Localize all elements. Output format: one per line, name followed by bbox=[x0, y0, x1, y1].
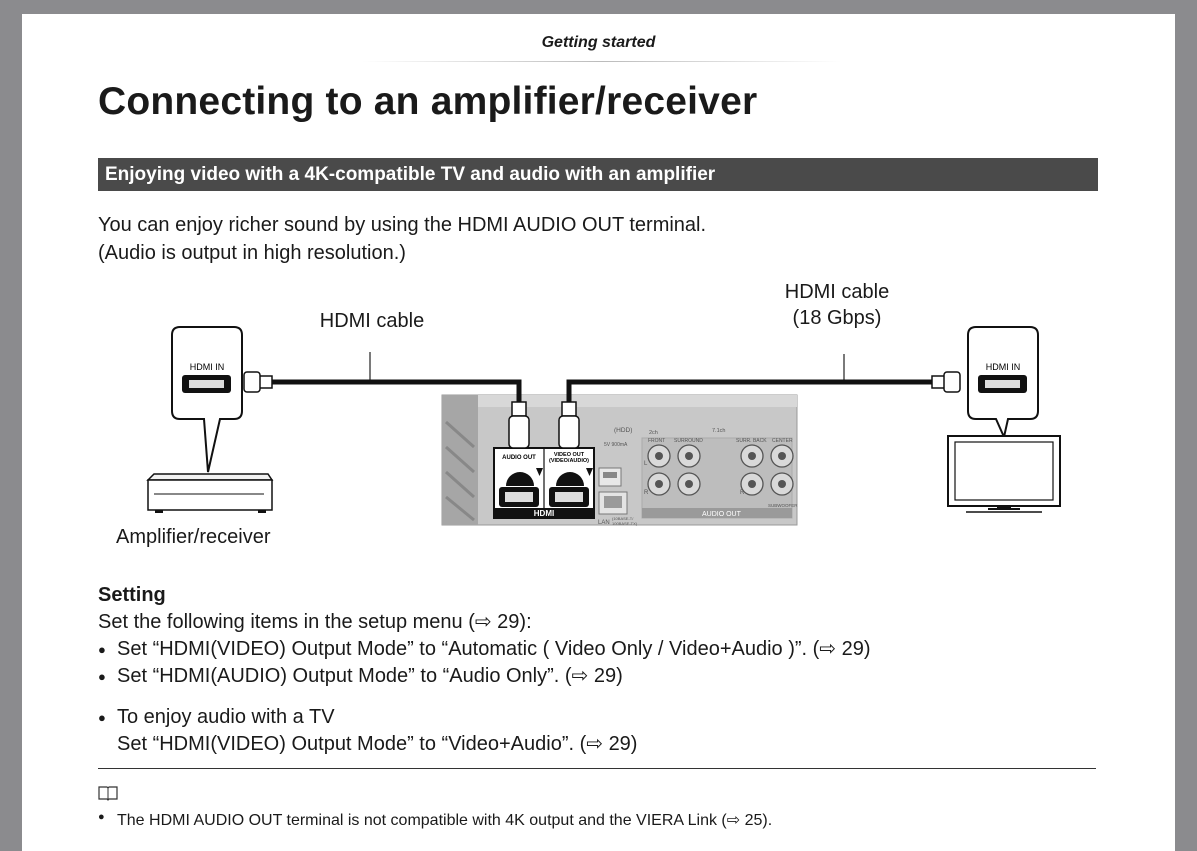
header-rule bbox=[362, 61, 842, 62]
front-r-label: R bbox=[644, 490, 649, 496]
tv-device bbox=[947, 435, 1061, 513]
cable-label-right: HDMI cable (18 Gbps) bbox=[762, 279, 912, 331]
note-text: The HDMI AUDIO OUT terminal is not compa… bbox=[98, 810, 772, 830]
center-label: CENTER bbox=[772, 438, 793, 444]
book-icon bbox=[98, 785, 118, 806]
hdmi-plug-audio-out bbox=[508, 401, 530, 449]
page-title: Connecting to an amplifier/receiver bbox=[98, 80, 758, 123]
amplifier-callout bbox=[171, 326, 243, 473]
hdmi-logo: HDMI bbox=[534, 509, 554, 518]
ch2-label: 2ch bbox=[649, 430, 658, 436]
lan-spec-1: (10BASE-T/ bbox=[612, 516, 634, 521]
port-label-audio-out: AUDIO OUT bbox=[502, 455, 536, 461]
port-label-video-out-1: VIDEO OUT bbox=[554, 452, 585, 458]
ch7-label: 7.1ch bbox=[712, 428, 725, 434]
setting-gap bbox=[98, 690, 871, 704]
subwoofer-label: SUBWOOFER bbox=[768, 503, 798, 508]
diagram-svg: AUDIO OUT VIDEO OUT (VIDEO/AUDIO) HDMI (… bbox=[146, 326, 1061, 526]
usb-port bbox=[598, 467, 622, 487]
setting-intro: Set the following items in the setup men… bbox=[98, 611, 532, 633]
lan-port bbox=[598, 491, 628, 515]
hdmi-plug-tv-end bbox=[931, 371, 961, 393]
cable-label-right-line-2: (18 Gbps) bbox=[792, 307, 882, 329]
manual-page: Getting started Connecting to an amplifi… bbox=[22, 14, 1175, 851]
cable-label-right-line-1: HDMI cable bbox=[784, 281, 890, 303]
tv-hdmi-port bbox=[978, 375, 1027, 393]
intro-text: You can enjoy richer sound by using the … bbox=[98, 211, 706, 267]
tv-audio-title: To enjoy audio with a TV bbox=[98, 704, 871, 731]
setting-bullet-1: Set “HDMI(VIDEO) Output Mode” to “Automa… bbox=[98, 636, 871, 663]
hdmi-cable-amplifier bbox=[270, 379, 522, 404]
amplifier-hdmi-port bbox=[182, 375, 231, 393]
hdmi-plug-video-out bbox=[558, 401, 580, 449]
amplifier-hdmi-in-label: HDMI IN bbox=[190, 362, 225, 372]
setting-heading: Setting bbox=[98, 584, 166, 606]
amplifier-device bbox=[146, 473, 274, 513]
lan-label: LAN bbox=[598, 520, 610, 526]
surr-back-label: SURR. BACK bbox=[736, 438, 767, 444]
audio-out-bar-label: AUDIO OUT bbox=[702, 511, 742, 518]
intro-line-1: You can enjoy richer sound by using the … bbox=[98, 214, 707, 236]
surround-label: SURROUND bbox=[674, 438, 703, 444]
hdmi-cable-tv bbox=[566, 379, 934, 404]
lan-spec-2: 100BASE-TX) bbox=[612, 521, 638, 526]
setting-section: Setting Set the following items in the s… bbox=[98, 582, 871, 758]
usb-power-label: 5V 900mA bbox=[604, 442, 628, 448]
front-l-label: L bbox=[644, 461, 648, 467]
section-heading: Enjoying video with a 4K-compatible TV a… bbox=[98, 158, 1098, 191]
hdmi-port-block bbox=[493, 447, 595, 519]
tv-audio-line: Set “HDMI(VIDEO) Output Mode” to “Video+… bbox=[117, 733, 638, 755]
cable-label-left: HDMI cable bbox=[319, 310, 425, 332]
intro-line-2: (Audio is output in high resolution.) bbox=[98, 242, 406, 264]
hdmi-plug-amplifier-end bbox=[243, 371, 273, 393]
port-label-video-out-2: (VIDEO/AUDIO) bbox=[549, 458, 589, 464]
tv-hdmi-in-label: HDMI IN bbox=[986, 362, 1021, 372]
notes-divider bbox=[98, 768, 1096, 769]
surr-back-r-label: R bbox=[740, 490, 745, 496]
rca-jack-centers bbox=[655, 452, 786, 488]
usb-label: (HDD) bbox=[614, 427, 632, 434]
setting-bullet-2: Set “HDMI(AUDIO) Output Mode” to “Audio … bbox=[98, 663, 871, 690]
page-header: Getting started bbox=[541, 34, 656, 51]
amplifier-label: Amplifier/receiver bbox=[116, 526, 271, 548]
front-label: FRONT bbox=[648, 438, 665, 444]
